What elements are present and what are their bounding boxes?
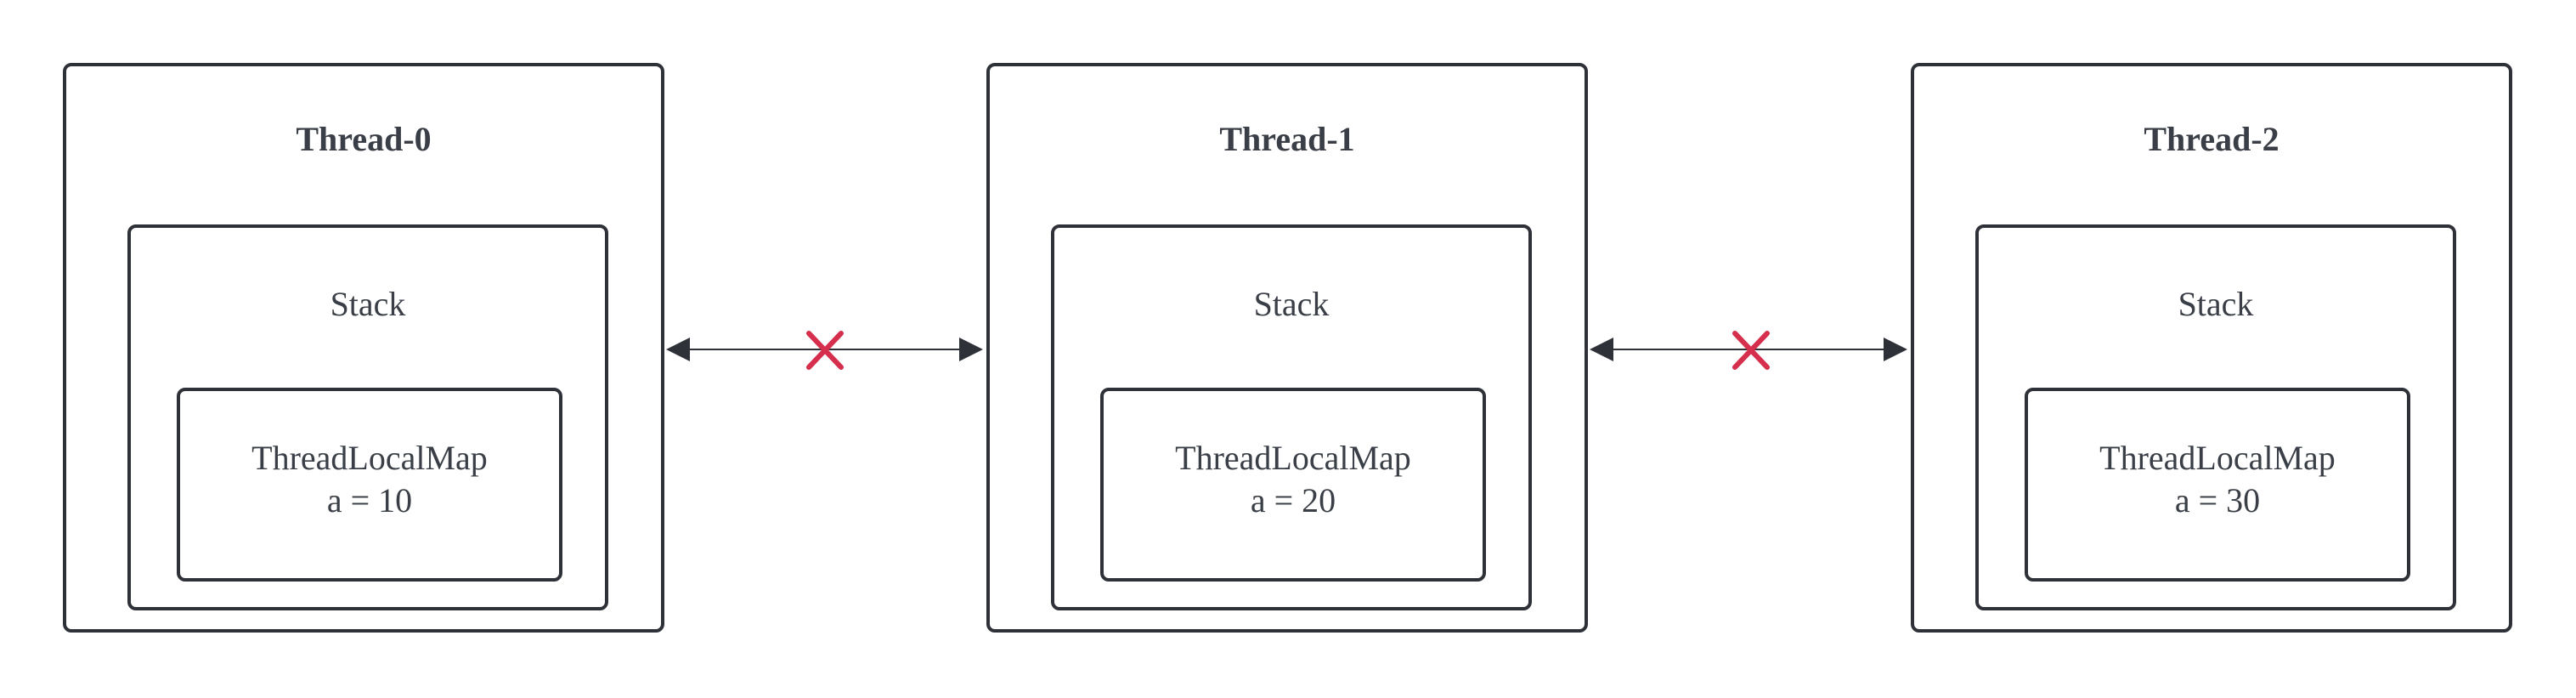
stack-box: Stack ThreadLocalMap a = 10 bbox=[127, 224, 608, 610]
thread-title: Thread-0 bbox=[296, 120, 432, 158]
stack-box: Stack ThreadLocalMap a = 20 bbox=[1051, 224, 1532, 610]
thread-title: Thread-2 bbox=[2144, 120, 2279, 158]
thread-local-map-label: ThreadLocalMap bbox=[2099, 439, 2336, 477]
thread-local-map-box: ThreadLocalMap a = 20 bbox=[1100, 388, 1486, 582]
thread-title: Thread-1 bbox=[1219, 120, 1355, 158]
thread-local-value: a = 20 bbox=[1250, 481, 1336, 519]
thread-local-map-label: ThreadLocalMap bbox=[251, 439, 488, 477]
thread-local-value: a = 30 bbox=[2174, 481, 2261, 519]
thread-box-0: Thread-0 Stack ThreadLocalMap a = 10 bbox=[63, 63, 664, 633]
thread-box-2: Thread-2 Stack ThreadLocalMap a = 30 bbox=[1911, 63, 2512, 633]
thread-local-value: a = 10 bbox=[326, 481, 413, 519]
x-mark-icon bbox=[806, 331, 844, 370]
connector-1-2 bbox=[1590, 331, 1907, 370]
thread-box-1: Thread-1 Stack ThreadLocalMap a = 20 bbox=[986, 63, 1588, 633]
thread-local-map-box: ThreadLocalMap a = 30 bbox=[2025, 388, 2410, 582]
x-mark-icon bbox=[1732, 331, 1770, 370]
arrow-right-icon bbox=[959, 338, 983, 361]
thread-local-map-box: ThreadLocalMap a = 10 bbox=[177, 388, 562, 582]
connector-0-1 bbox=[666, 331, 983, 370]
stack-label: Stack bbox=[2178, 285, 2254, 323]
arrow-left-icon bbox=[1590, 338, 1613, 361]
arrow-right-icon bbox=[1884, 338, 1907, 361]
stack-label: Stack bbox=[330, 285, 406, 323]
arrow-left-icon bbox=[666, 338, 690, 361]
stack-label: Stack bbox=[1253, 285, 1330, 323]
stack-box: Stack ThreadLocalMap a = 30 bbox=[1975, 224, 2456, 610]
thread-local-map-label: ThreadLocalMap bbox=[1175, 439, 1411, 477]
